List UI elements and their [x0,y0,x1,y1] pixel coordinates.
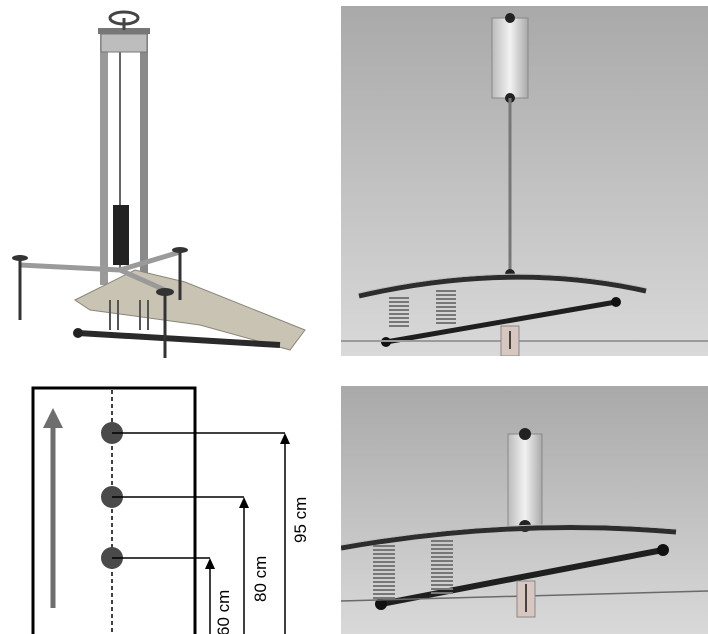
arm-right [119,249,181,273]
direction-arrow-head-icon [43,408,63,428]
arm-front [118,267,167,293]
simulation-top-drawing [341,6,708,356]
column-left [100,30,108,285]
impactor-cylinder [491,17,529,99]
sim-springs [373,540,453,599]
simulation-bottom-drawing [341,386,708,634]
apparatus-drawing [12,10,306,358]
column-right [140,30,148,285]
base-frame [77,330,281,348]
simulation-top [341,6,708,356]
schematic-drawing: 95 cm 80 cm 60 cm [31,386,310,634]
label-95cm: 95 cm [291,497,310,543]
label-60cm: 60 cm [214,590,233,634]
top-cylinder [100,33,148,53]
impactor-cylinder [507,433,543,527]
drop-weight [113,205,129,265]
arm-left [19,262,121,273]
sim-base [380,547,664,607]
springs [109,300,149,330]
apparatus-photo [0,0,330,360]
sim-base [385,299,617,345]
sim-board [358,274,647,299]
label-80cm: 80 cm [251,556,270,602]
board [74,269,306,351]
sim-springs [389,290,456,327]
impact-point-schematic: 95 cm 80 cm 60 cm [0,378,340,634]
sim-board [341,525,677,551]
column-top-plate [98,28,150,34]
simulation-bottom [341,386,708,634]
